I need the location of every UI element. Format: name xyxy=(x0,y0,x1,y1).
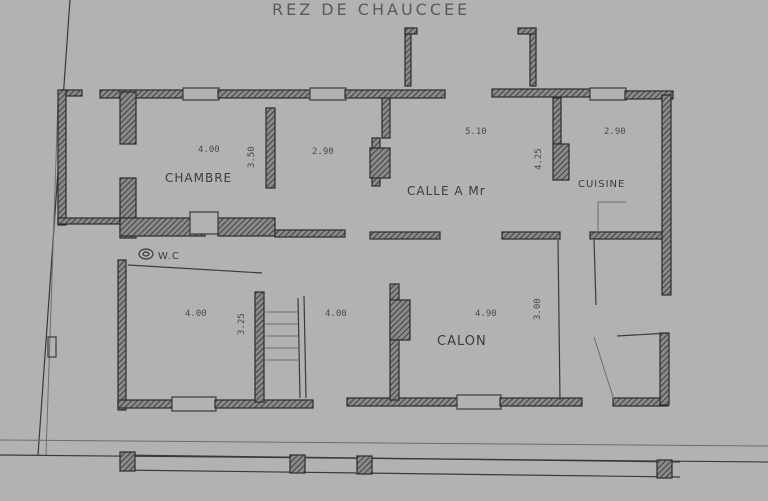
exterior-walls xyxy=(57,87,674,412)
dim-cuisine-width: 2.90 xyxy=(604,127,626,137)
dim-bedroom2-width: 4.00 xyxy=(185,309,207,319)
room-label-salle: CALLE A Mr xyxy=(407,184,486,198)
plan-title: REZ DE CHAUCCEE xyxy=(272,0,470,19)
interior-walls xyxy=(119,97,663,403)
room-label-cuisine: CUISINE xyxy=(578,179,625,190)
dim-salle-height: 4.25 xyxy=(534,148,544,170)
dim-salon-height: 3.00 xyxy=(533,298,543,320)
staircase xyxy=(265,295,307,399)
dim-chambre-height: 3.50 xyxy=(247,146,257,168)
garden-wall xyxy=(119,451,681,479)
dim-salon-width: 4.90 xyxy=(475,309,497,319)
dim-chambre-width: 4.00 xyxy=(198,145,220,155)
dim-bedroom2-height: 3.25 xyxy=(237,313,247,335)
room-label-salon: CALON xyxy=(437,334,487,349)
wc-symbol xyxy=(138,248,154,260)
dim-corridor-width: 4.00 xyxy=(325,309,347,319)
dim-salle-width: 5.10 xyxy=(465,127,487,137)
room-label-wc: W.C xyxy=(158,251,180,262)
room-label-chambre: CHAMBRE xyxy=(165,171,232,185)
dim-hall-width: 2.90 xyxy=(312,147,334,157)
chimneys xyxy=(404,27,537,87)
